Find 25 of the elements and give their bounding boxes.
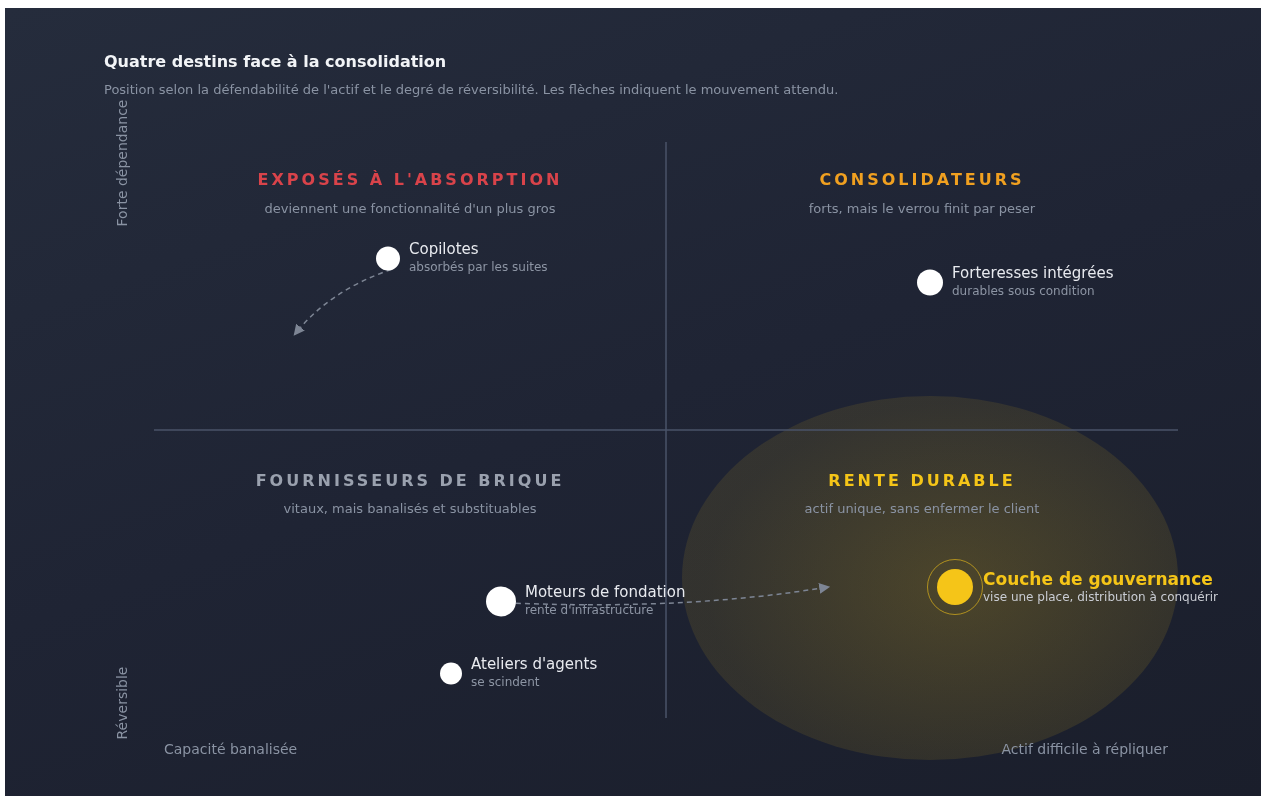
chart-title: Quatre destins face à la consolidation xyxy=(104,52,447,72)
axis-label: Capacité banalisée xyxy=(164,741,298,758)
item-name: Couche de gouvernance xyxy=(983,568,1214,591)
item-name: Forteresses intégrées xyxy=(952,264,1114,284)
movement-arrow xyxy=(515,582,831,606)
quadrant-title: FOURNISSEURS DE BRIQUE xyxy=(255,471,565,491)
quadrant-title: EXPOSÉS À L'ABSORPTION xyxy=(257,170,563,190)
quadrant-subtitle: actif unique, sans enfermer le client xyxy=(804,501,1040,517)
quadrant-title: RENTE DURABLE xyxy=(828,471,1016,491)
item-name: Copilotes xyxy=(409,240,480,260)
axis-label: Forte dépendance xyxy=(113,99,131,227)
item-note: durables sous condition xyxy=(952,283,1096,300)
quadrant-subtitle: vitaux, mais banalisés et substituables xyxy=(283,501,537,517)
item-note: vise une place, distribution à conquérir xyxy=(983,590,1218,606)
item-name: Moteurs de fondation xyxy=(525,583,686,603)
quadrant-subtitle: forts, mais le verrou finit par peser xyxy=(808,201,1036,217)
item-note: se scindent xyxy=(471,674,541,691)
item-note: rente d'infrastructure xyxy=(525,602,655,619)
item-name: Ateliers d'agents xyxy=(471,655,598,675)
axis-label: Réversible xyxy=(113,666,131,740)
subtitle: Position selon la défendabilité de l'actif et le degré de réversibilité. Les flèches indiquent le mouvement attendu. xyxy=(104,82,839,98)
axis-label: Actif difficile à répliquer xyxy=(1001,741,1168,758)
quadrant-subtitle: deviennent une fonctionnalité d'un plus gros xyxy=(264,201,556,217)
item-note: absorbés par les suites xyxy=(409,259,548,276)
quadrant-title: CONSOLIDATEURS xyxy=(819,170,1025,190)
